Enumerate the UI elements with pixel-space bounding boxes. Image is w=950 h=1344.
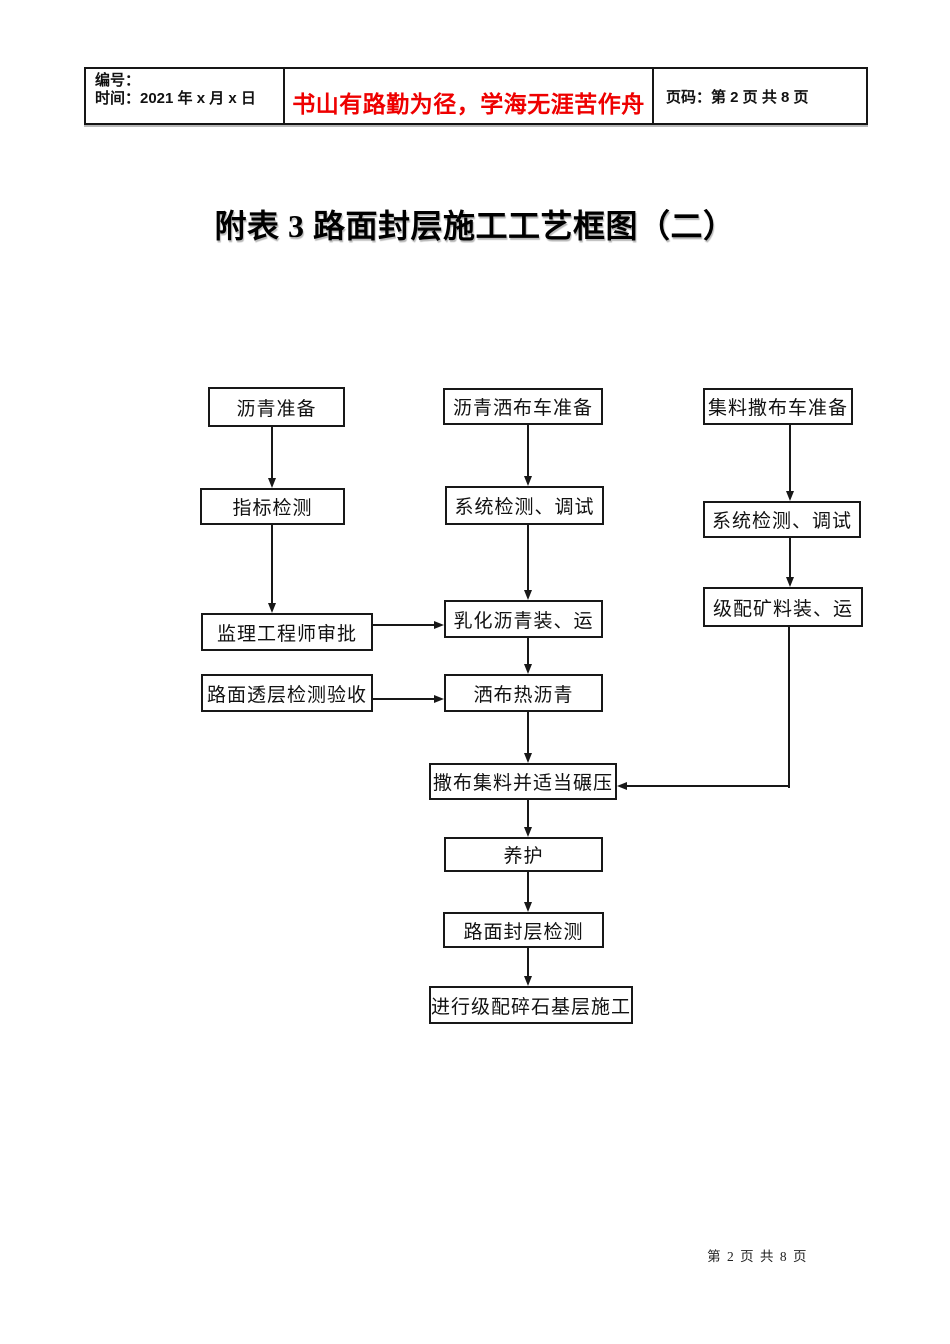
arrow-line (527, 425, 529, 478)
flow-node-asphalt-prep: 沥青准备 (208, 387, 345, 427)
flow-node-graded-stone-base: 进行级配碎石基层施工 (429, 986, 633, 1024)
header-motto-cell: 书山有路勤为径，学海无涯苦作舟 (283, 69, 654, 123)
flow-node-system-test-right: 系统检测、调试 (703, 501, 861, 538)
arrow-line (271, 427, 273, 480)
arrow-line (527, 800, 529, 829)
arrowhead-left-icon (617, 781, 627, 790)
flow-node-label: 监理工程师审批 (216, 623, 357, 645)
arrowhead-down-icon (523, 902, 532, 912)
arrow-line (527, 712, 529, 755)
arrowhead-down-icon (785, 491, 794, 501)
header-page-info: 页码：第 2 页 共 8 页 (666, 88, 809, 106)
header-info-cell: 编号： 时间：2021 年 x 月 x 日 (86, 69, 283, 123)
arrow-line (527, 638, 529, 666)
flow-node-label: 沥青准备 (236, 398, 317, 420)
arrow-line (625, 785, 789, 787)
header-motto-text: 书山有路勤为径，学海无涯苦作舟 (292, 91, 645, 117)
arrow-line (789, 425, 791, 493)
flow-node-label: 撒布集料并适当碾压 (432, 773, 613, 794)
flow-node-label: 进行级配碎石基层施工 (431, 996, 632, 1018)
flow-node-supervisor-approval: 监理工程师审批 (201, 613, 373, 651)
flow-node-label: 乳化沥青装、运 (453, 610, 594, 632)
arrowhead-down-icon (267, 478, 276, 488)
page-title: 附表 3 路面封层施工工艺框图（二） (214, 208, 736, 244)
arrow-line (788, 627, 790, 788)
arrowhead-down-icon (523, 590, 532, 600)
flow-node-curing: 养护 (444, 837, 603, 872)
arrowhead-down-icon (267, 603, 276, 613)
arrowhead-down-icon (523, 664, 532, 674)
header-number-label: 编号： (95, 72, 141, 89)
flow-node-system-test-mid: 系统检测、调试 (445, 486, 604, 525)
arrow-line (271, 525, 273, 605)
flow-node-label: 沥青洒布车准备 (452, 398, 593, 419)
arrowhead-right-icon (434, 694, 444, 703)
arrow-line (527, 872, 529, 904)
arrowhead-down-icon (523, 753, 532, 763)
flow-node-seal-coat-test: 路面封层检测 (443, 912, 604, 948)
flow-node-label: 路面透层检测验收 (206, 684, 367, 706)
arrow-line (527, 525, 529, 592)
flow-node-label: 系统检测、调试 (454, 497, 595, 518)
flow-node-label: 路面封层检测 (463, 921, 584, 943)
flow-node-sprayer-prep: 沥青洒布车准备 (443, 388, 603, 425)
flow-node-emulsified-load: 乳化沥青装、运 (444, 600, 603, 638)
arrow-line (527, 948, 529, 978)
flow-node-label: 系统检测、调试 (711, 511, 852, 532)
flow-node-spread-aggregate: 撒布集料并适当碾压 (429, 763, 617, 800)
flow-node-spray-hot-asphalt: 洒布热沥青 (444, 674, 603, 712)
arrow-line (373, 698, 436, 700)
flow-node-label: 级配矿料装、运 (712, 598, 853, 620)
flow-node-label: 洒布热沥青 (473, 684, 574, 706)
header-page-cell: 页码：第 2 页 共 8 页 (654, 69, 866, 123)
arrowhead-down-icon (523, 476, 532, 486)
flow-node-graded-mineral-load: 级配矿料装、运 (703, 587, 863, 627)
arrowhead-right-icon (434, 620, 444, 629)
header-table: 编号： 时间：2021 年 x 月 x 日 书山有路勤为径，学海无涯苦作舟 页码… (84, 67, 868, 125)
header-time-label: 时间：2021 年 x 月 x 日 (95, 90, 256, 107)
flow-node-index-test: 指标检测 (200, 488, 345, 525)
arrow-line (373, 624, 436, 626)
arrow-line (789, 538, 791, 579)
arrowhead-down-icon (523, 827, 532, 837)
flow-node-label: 指标检测 (232, 498, 313, 519)
flow-node-prime-coat-check: 路面透层检测验收 (201, 674, 373, 712)
flow-node-label: 养护 (503, 846, 544, 867)
flow-node-spreader-prep: 集料撒布车准备 (703, 388, 853, 425)
flow-node-label: 集料撒布车准备 (707, 398, 848, 419)
footer-page-number: 第 2 页 共 8 页 (707, 1249, 808, 1264)
arrowhead-down-icon (523, 976, 532, 986)
arrowhead-down-icon (785, 577, 794, 587)
